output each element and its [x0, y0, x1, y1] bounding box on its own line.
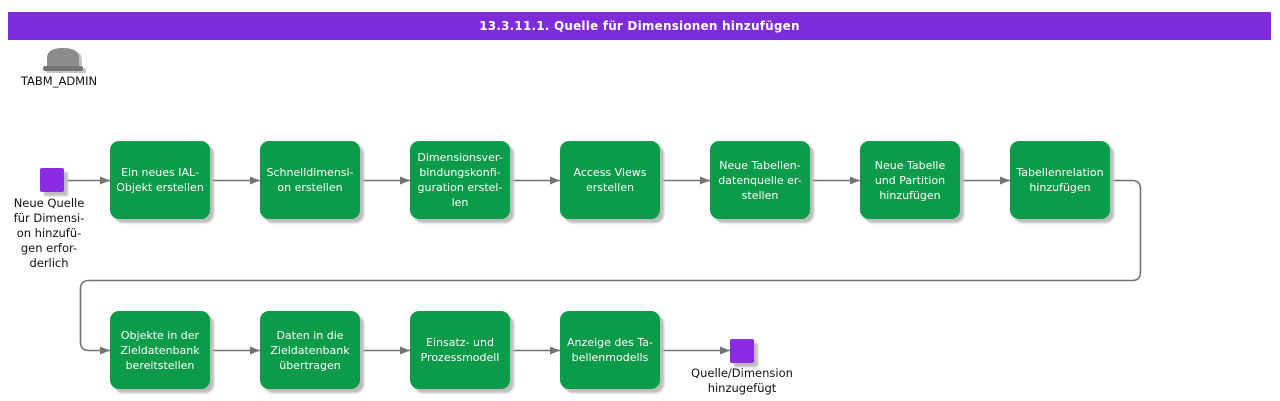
task-einsatz-prozessmodell[interactable]: Einsatz- und Prozessmodell [410, 311, 510, 389]
start-event [40, 168, 64, 192]
page-title: 13.3.11.1. Quelle für Dimensionen hinzuf… [479, 19, 800, 33]
task-label: Schnelldimensi- on erstellen [266, 166, 354, 194]
start-event-label: Neue Quelle für Dimensi- on hinzufü- gen… [13, 196, 85, 270]
end-event-label: Quelle/Dimension hinzugefügt [691, 366, 793, 395]
task-ial-objekt-erstellen[interactable]: Ein neues IAL- Objekt erstellen [110, 141, 210, 219]
task-label: Access Views erstellen [573, 166, 647, 194]
task-tabellendatenquelle-erstellen[interactable]: Neue Tabellen- datenquelle er- stellen [710, 141, 810, 219]
task-schnelldimension-erstellen[interactable]: Schnelldimensi- on erstellen [260, 141, 360, 219]
diagram-title-banner: 13.3.11.1. Quelle für Dimensionen hinzuf… [8, 12, 1271, 40]
task-access-views-erstellen[interactable]: Access Views erstellen [560, 141, 660, 219]
task-label: Dimensionsver- bindungskonfi- guration e… [417, 151, 503, 209]
task-label: Tabellenrelation hinzufügen [1016, 166, 1104, 194]
actor-icon-wrapper [42, 45, 86, 77]
bowler-hat-icon [43, 48, 86, 73]
task-objekte-bereitstellen[interactable]: Objekte in der Zieldatenbank bereitstell… [110, 311, 210, 389]
task-dimensionsverbindungskonfiguration[interactable]: Dimensionsver- bindungskonfi- guration e… [410, 141, 510, 219]
task-label: Daten in die Zieldatenbank übertragen [270, 328, 350, 372]
actor-name: TABM_ADMIN [20, 74, 98, 88]
task-label: Einsatz- und Prozessmodell [420, 336, 500, 364]
flow-wrap-connector [79, 179, 1142, 355]
task-label: Neue Tabellen- datenquelle er- stellen [718, 158, 802, 202]
end-event [730, 339, 754, 363]
task-tabellenrelation-hinzufuegen[interactable]: Tabellenrelation hinzufügen [1010, 141, 1110, 219]
task-label: Anzeige des Ta- bellenmodells [567, 336, 653, 364]
task-tabelle-partition-hinzufuegen[interactable]: Neue Tabelle und Partition hinzufügen [860, 141, 960, 219]
task-label: Neue Tabelle und Partition hinzufügen [874, 158, 946, 202]
task-label: Objekte in der Zieldatenbank bereitstell… [120, 328, 200, 372]
task-anzeige-tabellenmodell[interactable]: Anzeige des Ta- bellenmodells [560, 311, 660, 389]
task-daten-uebertragen[interactable]: Daten in die Zieldatenbank übertragen [260, 311, 360, 389]
task-label: Ein neues IAL- Objekt erstellen [116, 166, 204, 194]
